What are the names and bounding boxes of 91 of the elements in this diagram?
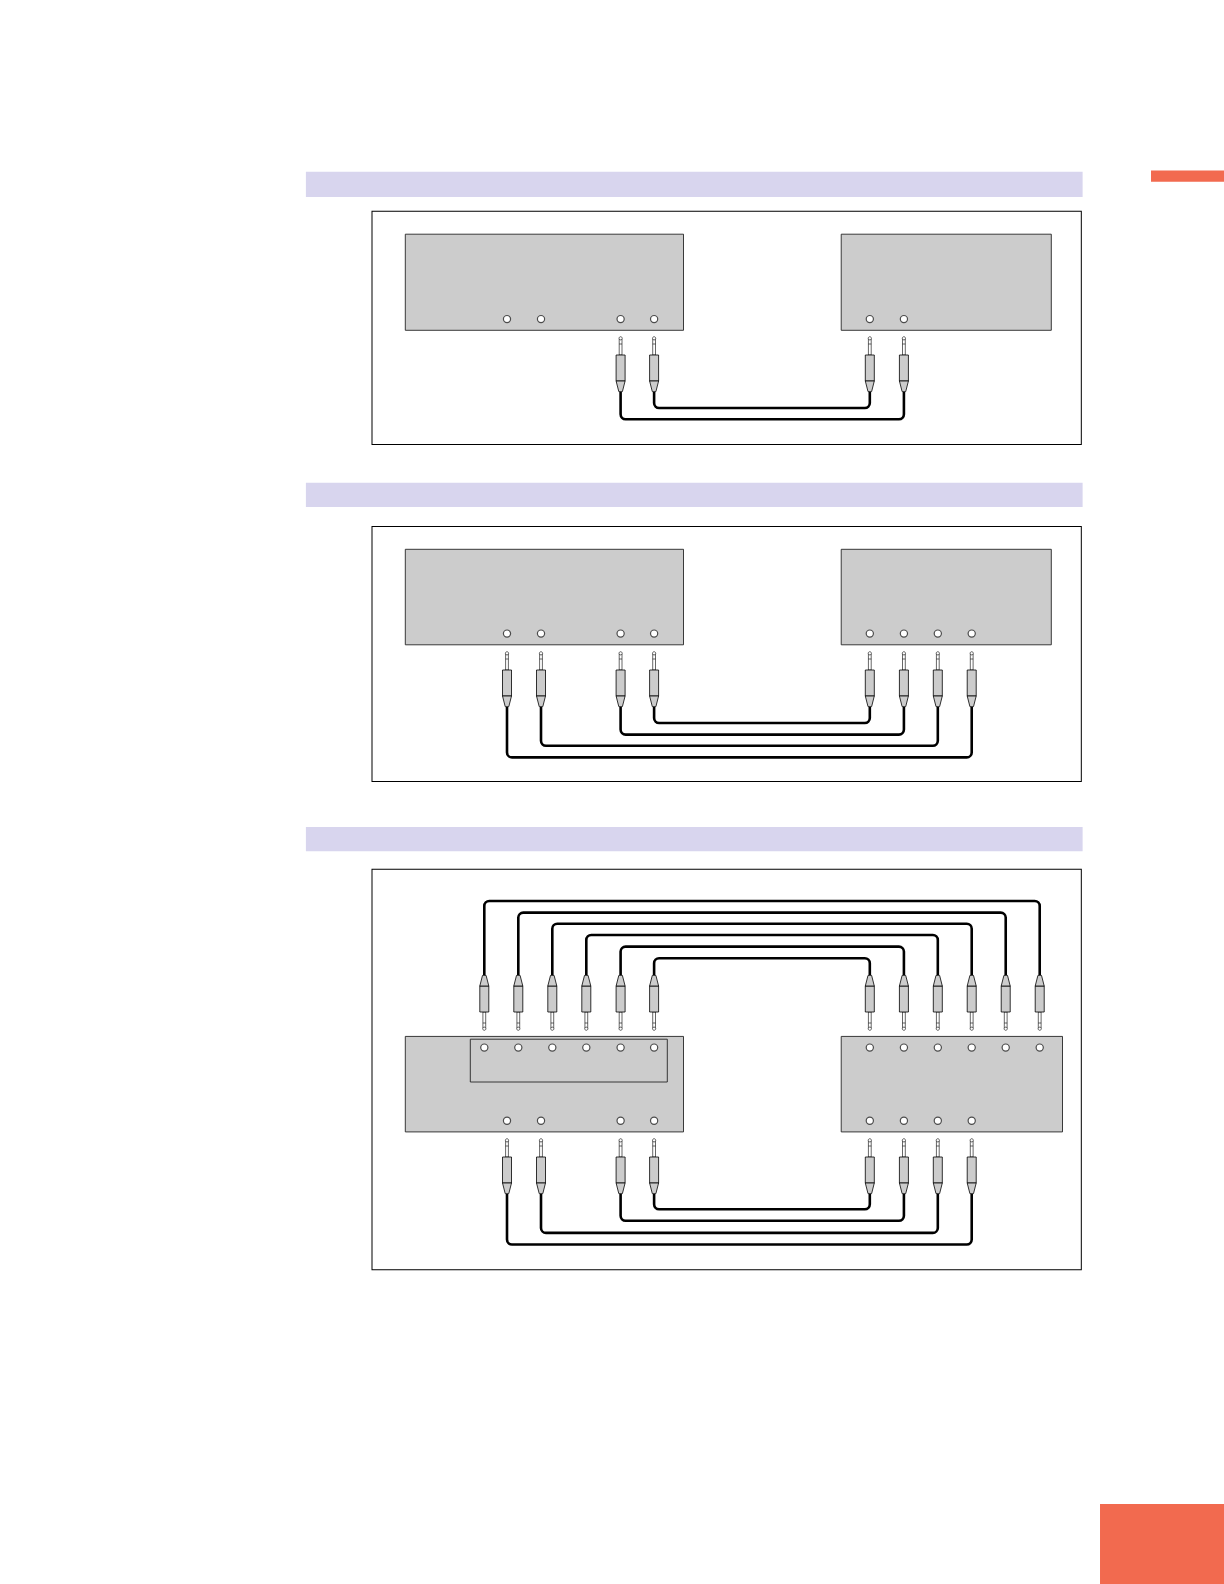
jack-socket xyxy=(548,1043,557,1052)
cable xyxy=(652,1194,872,1211)
jack-socket xyxy=(616,1116,625,1125)
jack-socket xyxy=(865,1043,874,1052)
plug xyxy=(513,975,524,1031)
jack-socket xyxy=(967,1043,976,1052)
plug xyxy=(649,651,659,707)
jack-socket xyxy=(480,1043,489,1052)
cable xyxy=(619,707,906,736)
jack-socket xyxy=(649,629,659,638)
plug xyxy=(932,975,943,1031)
jack-socket xyxy=(899,629,909,638)
jack-socket xyxy=(899,314,909,324)
jack-socket xyxy=(536,1116,546,1125)
plug xyxy=(899,975,909,1031)
plug xyxy=(615,336,626,392)
panel-frame xyxy=(371,526,1082,783)
plug xyxy=(502,1138,512,1194)
cable xyxy=(619,945,906,975)
jack-socket xyxy=(536,629,546,638)
jack-socket xyxy=(616,314,625,324)
jack-socket xyxy=(865,314,874,324)
cable xyxy=(652,956,872,975)
plug xyxy=(1000,975,1011,1031)
plug xyxy=(581,975,592,1031)
cable xyxy=(517,911,1007,975)
jack-socket xyxy=(933,1043,942,1052)
plug xyxy=(649,1138,659,1194)
jack-socket xyxy=(502,314,512,324)
jack-socket xyxy=(933,1116,942,1125)
plug xyxy=(966,1138,977,1194)
panel-frame xyxy=(371,210,1082,446)
plug xyxy=(864,975,875,1031)
plug xyxy=(932,651,943,707)
cable xyxy=(652,392,872,410)
cable xyxy=(619,392,906,421)
plug xyxy=(479,975,490,1031)
cable xyxy=(619,1194,906,1223)
jack-socket xyxy=(536,314,546,324)
jack-socket xyxy=(899,1116,909,1125)
jack-socket xyxy=(649,1043,659,1052)
jack-socket xyxy=(616,629,625,638)
plug xyxy=(615,651,626,707)
cable xyxy=(539,707,940,748)
device-box xyxy=(840,1035,1063,1133)
inset-panel xyxy=(469,1038,668,1083)
cable xyxy=(539,1194,940,1235)
plug xyxy=(864,651,875,707)
plug xyxy=(932,1138,943,1194)
jack-socket xyxy=(1035,1043,1044,1052)
device-box xyxy=(840,548,1052,646)
cable xyxy=(551,922,973,975)
plug xyxy=(536,1138,546,1194)
jack-socket xyxy=(1001,1043,1010,1052)
cable xyxy=(483,899,1041,975)
cable xyxy=(585,933,940,975)
device-box xyxy=(404,233,684,331)
jack-socket xyxy=(514,1043,523,1052)
jack-socket xyxy=(967,1116,976,1125)
plug xyxy=(899,1138,909,1194)
jack-socket xyxy=(649,314,659,324)
device-box xyxy=(840,233,1052,331)
plug xyxy=(899,336,909,392)
plug xyxy=(615,1138,626,1194)
jack-socket xyxy=(582,1043,591,1052)
plug xyxy=(536,651,546,707)
plug xyxy=(502,651,512,707)
plug xyxy=(649,975,659,1031)
device-box xyxy=(404,548,684,646)
plug xyxy=(864,336,875,392)
jack-socket xyxy=(865,629,874,638)
cable xyxy=(505,707,973,759)
plug xyxy=(899,651,909,707)
jack-socket xyxy=(616,1043,625,1052)
panel-frame xyxy=(371,868,1082,1271)
plug xyxy=(615,975,626,1031)
jack-socket xyxy=(865,1116,874,1125)
jack-socket xyxy=(933,629,942,638)
plug xyxy=(1034,975,1045,1031)
jack-socket xyxy=(502,1116,512,1125)
jack-socket xyxy=(899,1043,909,1052)
jack-socket xyxy=(967,629,976,638)
cable xyxy=(505,1194,973,1246)
jack-socket xyxy=(502,629,512,638)
plug xyxy=(864,1138,875,1194)
plug xyxy=(966,651,977,707)
cable xyxy=(652,707,872,725)
plug xyxy=(966,975,977,1031)
plug xyxy=(649,336,659,392)
plug xyxy=(547,975,558,1031)
jack-socket xyxy=(649,1116,659,1125)
